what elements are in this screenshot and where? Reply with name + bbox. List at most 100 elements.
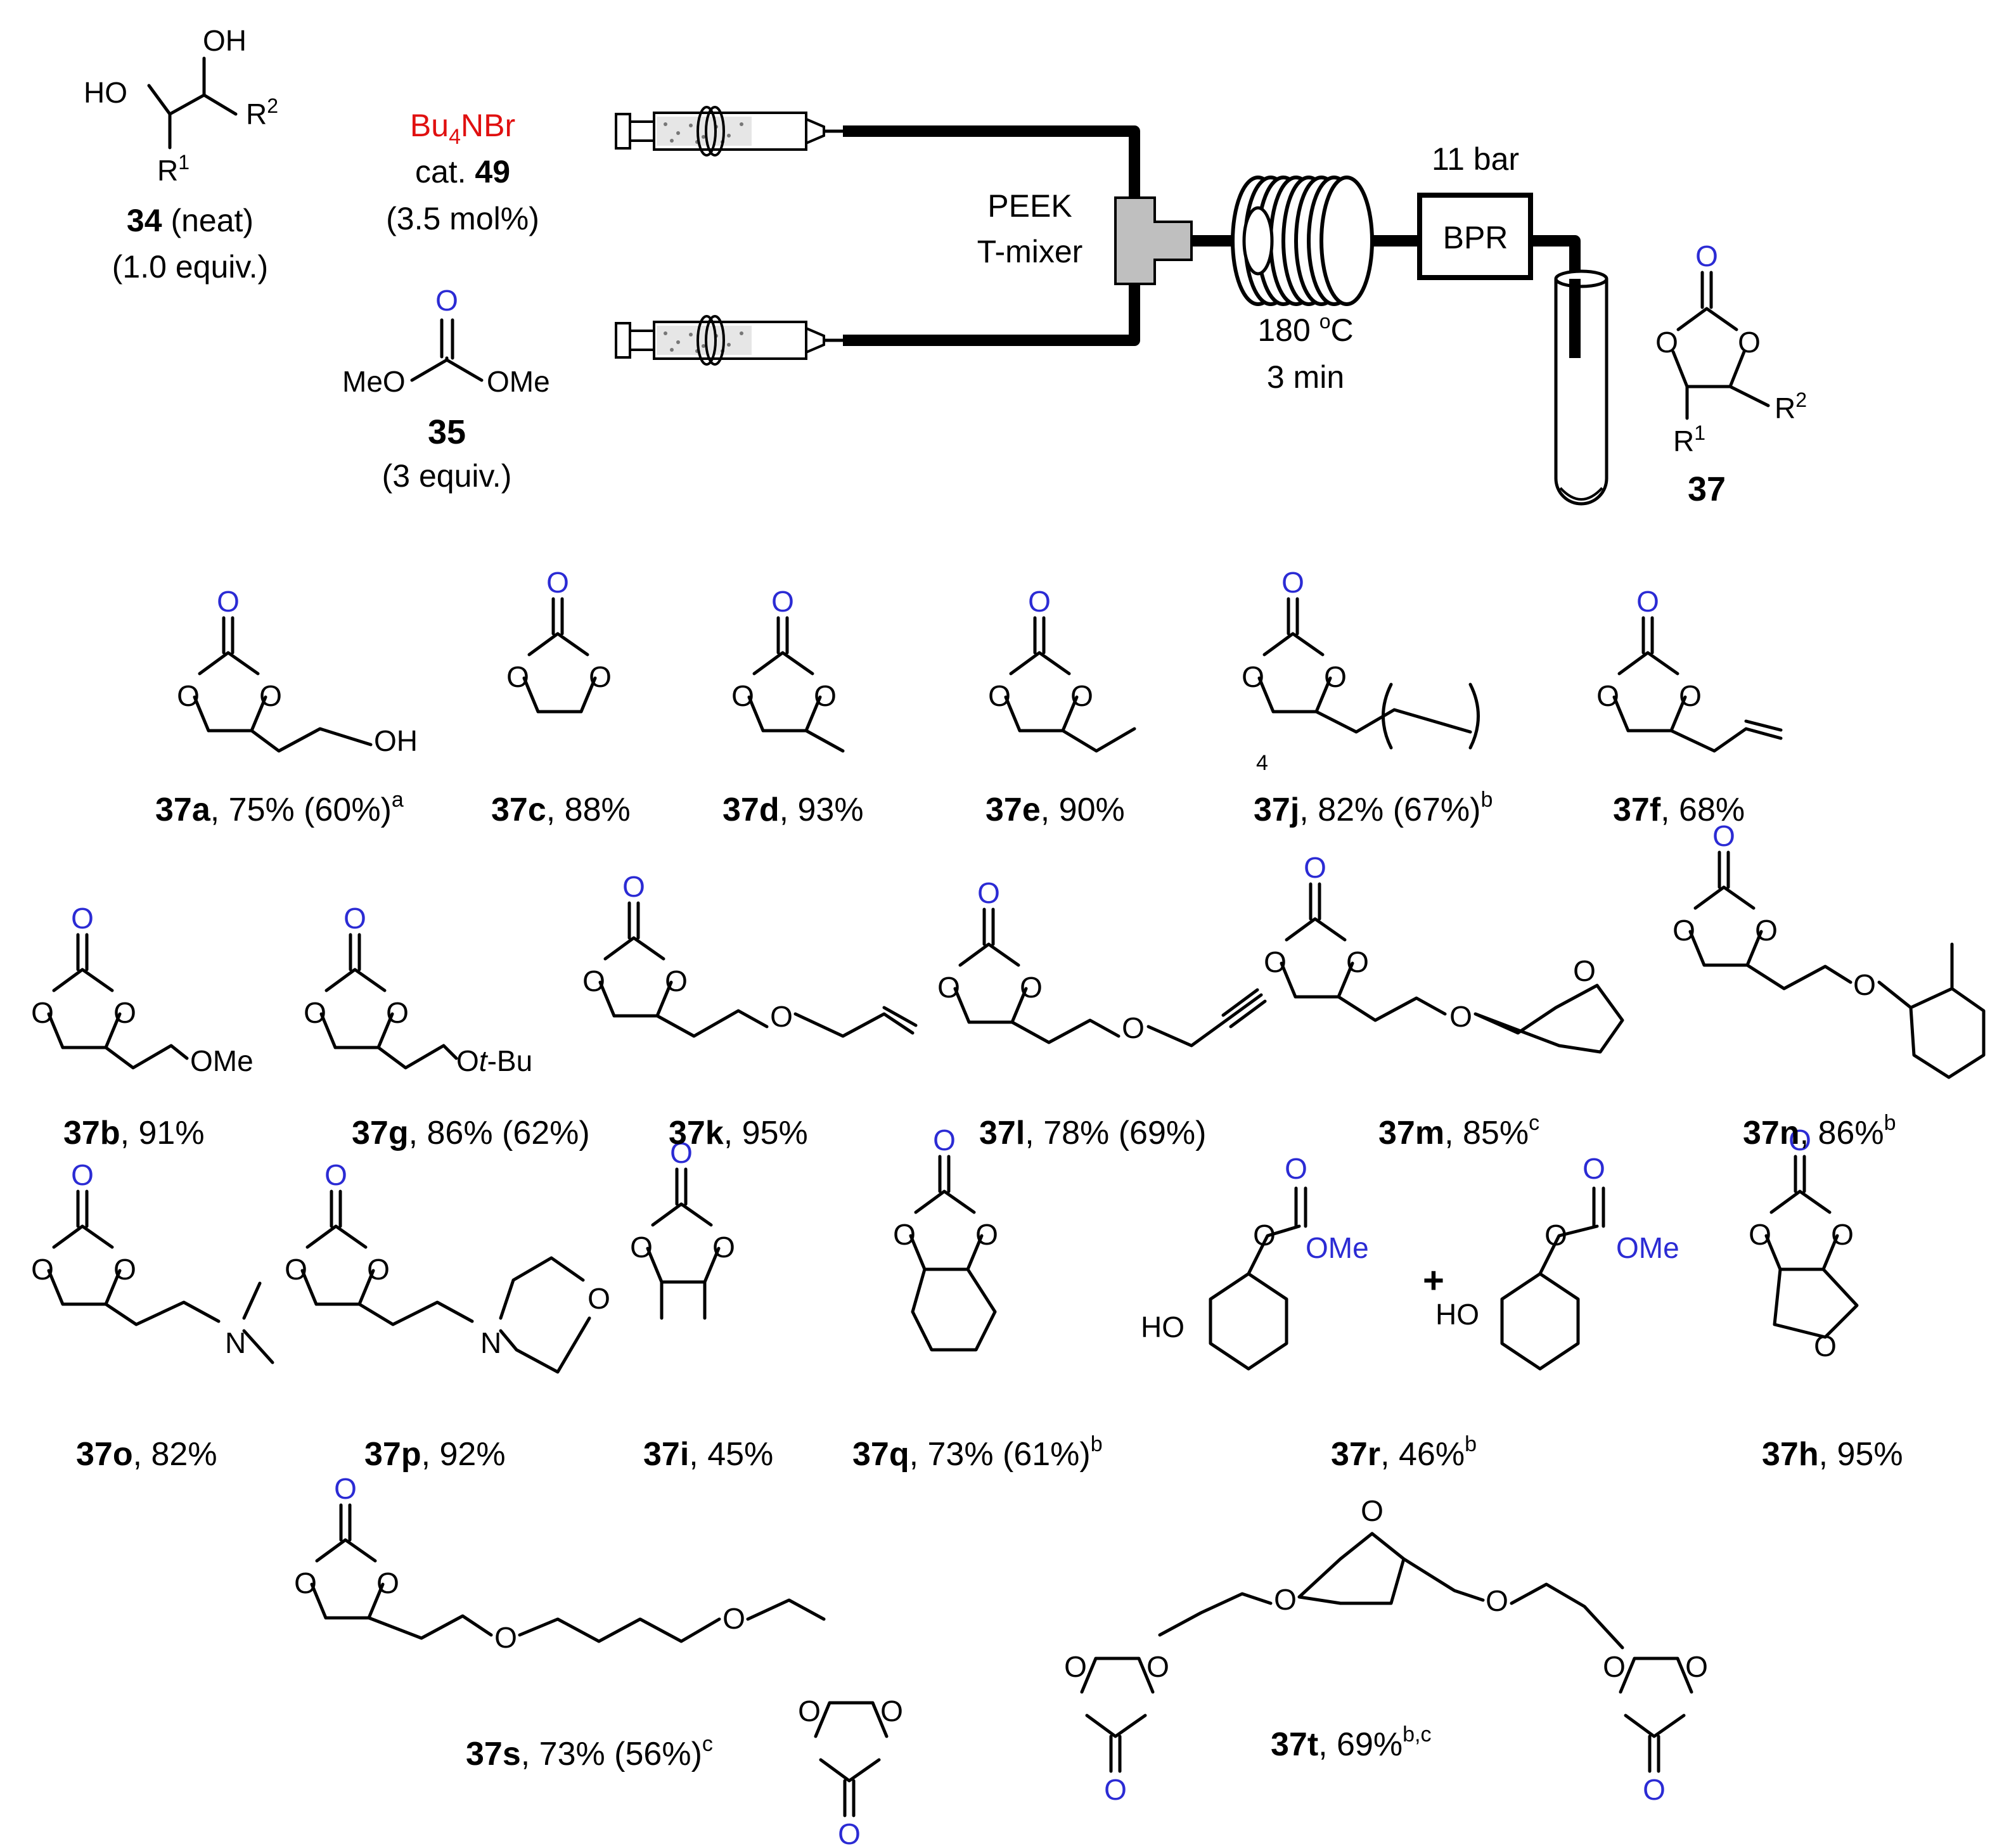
ester-o: O (1544, 1219, 1567, 1252)
ring-o: O (506, 660, 529, 693)
carbonyl-bond (76, 933, 89, 971)
label-37r-ome-1: OMe (1306, 1231, 1369, 1264)
carbonyl-bond (982, 907, 995, 946)
carbonyl-o: O (1788, 1124, 1811, 1157)
ether-o: O (1122, 1011, 1145, 1044)
ring-bonds (47, 968, 122, 1049)
ether-o: O (1853, 968, 1876, 1001)
carbonyl-bond (675, 1167, 688, 1206)
carbonyl-bond (349, 933, 361, 971)
ring-bonds (1080, 1657, 1155, 1738)
carbonyl-o: O (324, 1158, 347, 1191)
ring-o: O (798, 1695, 821, 1727)
ring-o: O (113, 1253, 136, 1286)
carbonyl-o: O (1285, 1152, 1307, 1185)
ring-bonds (747, 651, 822, 733)
propargyl-ether (1010, 988, 1267, 1048)
dimethyl-carbonate-35: O MeO OMe 35 (3 equiv.) (342, 284, 550, 494)
label-37r-ho-1: HO (1141, 1311, 1185, 1343)
pressure-label: 11 bar (1432, 141, 1519, 177)
product-ring-o-left: O (1655, 326, 1678, 359)
caption-37l: 37l, 78% (69%) (979, 1115, 1206, 1151)
diol-r2-label: R2 (246, 94, 278, 131)
ring-o: O (376, 1567, 399, 1599)
label-37j-n: 4 (1256, 751, 1268, 775)
syringe-top-dots (664, 122, 743, 144)
ring-o: O (1749, 1218, 1771, 1251)
methyl (804, 729, 845, 753)
label-37a-oh: OH (374, 724, 418, 757)
morpholine-o: O (587, 1282, 610, 1315)
coil-reactor: 180 oC 3 min (1231, 176, 1374, 395)
carbonyl-o: O (546, 566, 569, 599)
carbonyl-bond (1648, 1734, 1660, 1773)
ring-o: O (1020, 971, 1043, 1004)
product-number: 37 (1688, 470, 1726, 508)
carbonyl-o: O (1636, 585, 1659, 618)
ring-o: O (665, 965, 688, 997)
carbonyl-o: O (771, 585, 794, 618)
ring-o: O (731, 679, 754, 712)
caption-37i: 37i, 45% (643, 1436, 773, 1473)
catalyst-block: Bu4NBr cat. 49 (3.5 mol%) (386, 108, 539, 236)
carbonyl-bond (1309, 882, 1321, 921)
carbonyl-bond (627, 901, 640, 940)
ring-o: O (1831, 1218, 1854, 1251)
catalyst-label: cat. 49 (415, 154, 510, 189)
ring-o: O (1603, 1650, 1626, 1683)
carbonyl-o: O (670, 1136, 693, 1169)
label-37o-n: N (225, 1326, 246, 1359)
label-37g-otbu: Ot-Bu (456, 1044, 532, 1077)
carbonyl-o: O (933, 1124, 956, 1157)
carbonyl-bond (76, 1189, 89, 1228)
aryl-ether (1745, 942, 1986, 1079)
carbonyl-o: O (71, 902, 94, 935)
ring-o: O (367, 1253, 390, 1286)
product-r1-label: R1 (1673, 421, 1705, 458)
thf-o: O (1814, 1330, 1837, 1362)
caption-37k: 37k, 95% (669, 1115, 808, 1151)
carbonate-meo-label: MeO (342, 365, 406, 398)
carbonate-number: 35 (428, 413, 466, 451)
ring-o: O (177, 679, 200, 712)
caption-37g: 37g, 86% (62%) (352, 1115, 590, 1151)
ethyl (1061, 727, 1136, 753)
product-r2-label: R2 (1775, 388, 1807, 425)
carbonyl-o: O (977, 876, 1000, 909)
carbonyl-bond (551, 597, 564, 636)
carbonyl-bond (339, 1503, 352, 1542)
morpholino (357, 1256, 591, 1374)
ring-o: O (1673, 914, 1695, 947)
tetrahydrofuran-fused (1773, 1267, 1859, 1339)
ring-o: O (1679, 679, 1702, 712)
ring-bonds (1764, 1189, 1839, 1271)
ring-o: O (1146, 1650, 1169, 1683)
ring-o: O (814, 679, 837, 712)
ether-o: O (770, 1000, 793, 1033)
cyclohexane-carbonate (1500, 1186, 1605, 1371)
carbonyl-bond (938, 1155, 951, 1193)
carbonyl-o: O (71, 1158, 94, 1191)
carbonyl-bond (1641, 616, 1654, 655)
ring-bonds (1619, 1657, 1693, 1738)
side-chain (250, 727, 373, 753)
ring-bonds (1280, 917, 1354, 999)
caption-37a: 37a, 75% (60%)a (155, 788, 404, 828)
ring-o: O (582, 965, 605, 997)
caption-37r: 37r, 46%b (1331, 1432, 1477, 1473)
caption-37b: 37b, 91% (63, 1115, 205, 1151)
collection-tube (1554, 269, 1608, 506)
ring-o: O (1755, 914, 1778, 947)
back-pressure-regulator: BPR 11 bar (1417, 141, 1533, 280)
syringe-bottom (615, 315, 843, 366)
ring-o: O (294, 1567, 317, 1599)
carbonyl-bond (776, 616, 789, 655)
